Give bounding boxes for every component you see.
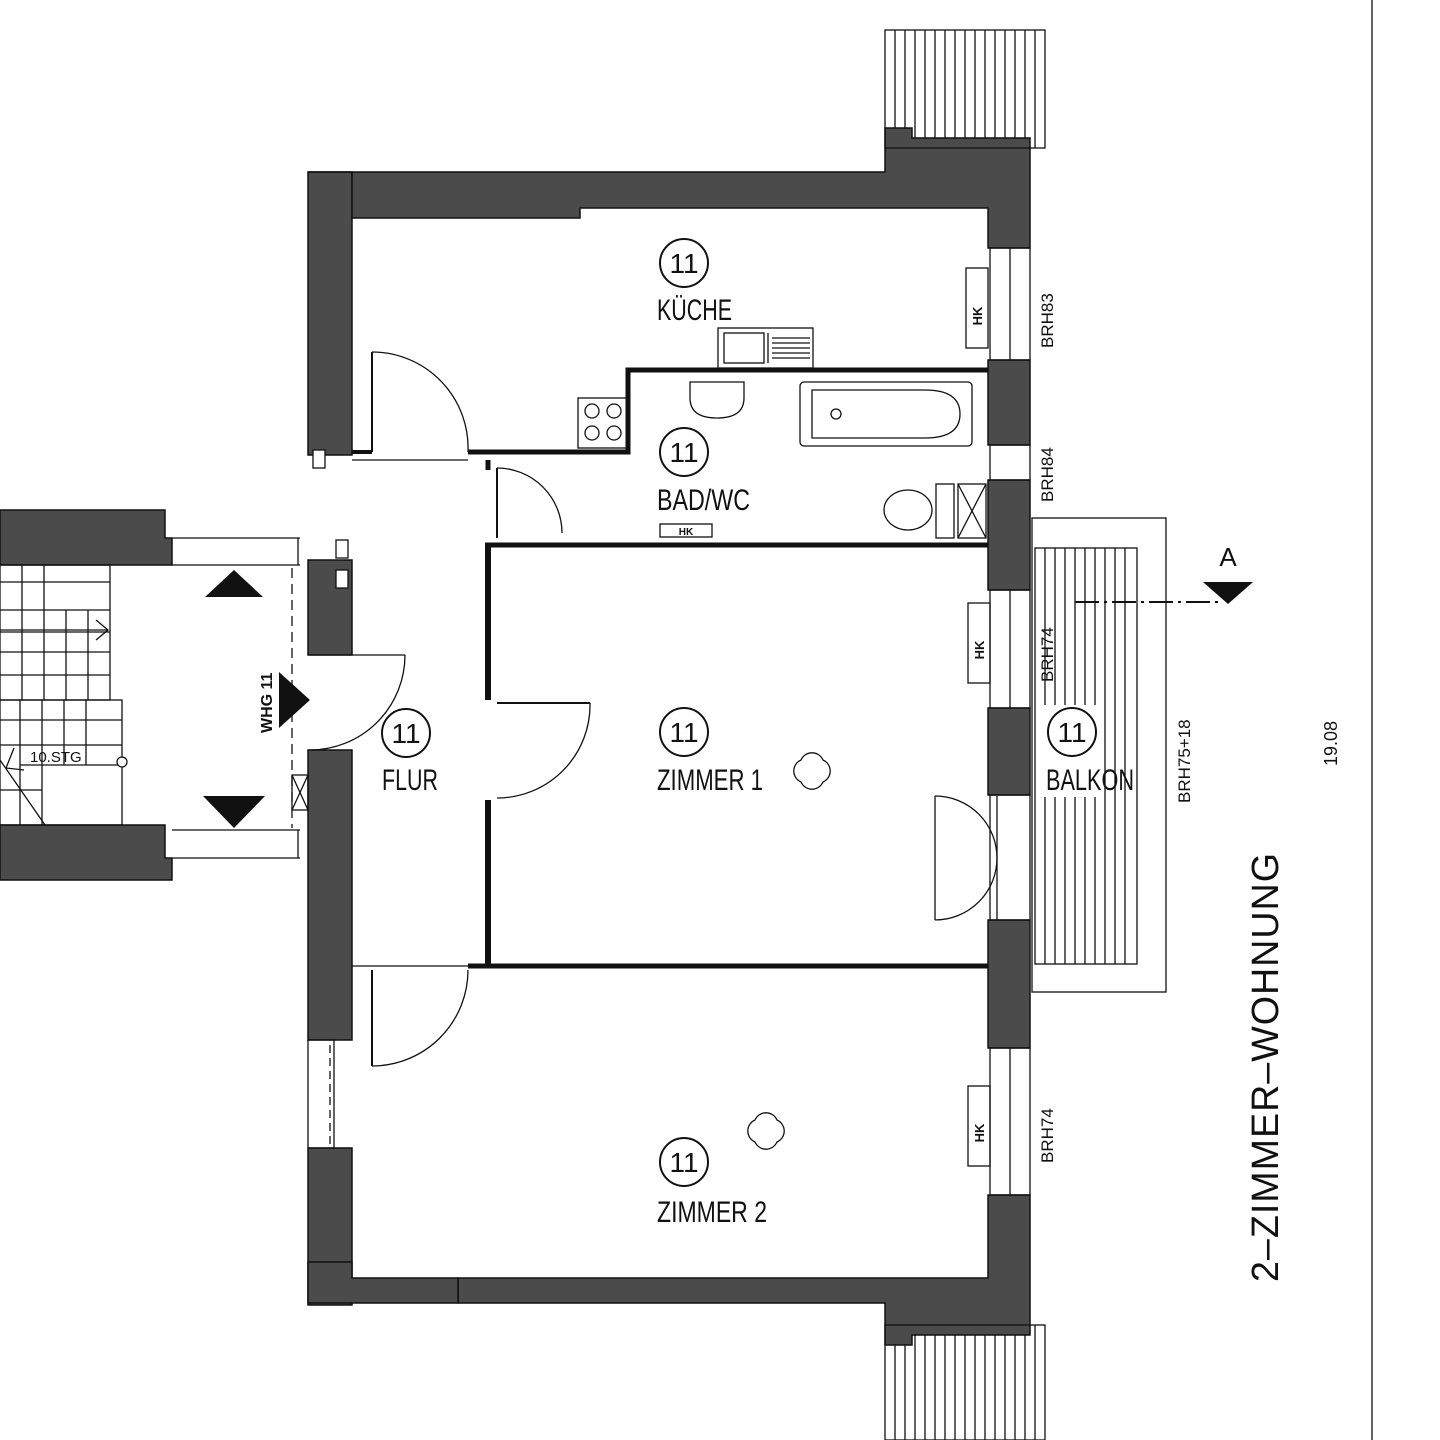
window-label-bad: BRH84 [1038, 447, 1057, 502]
room-number-kueche: 11 [669, 248, 698, 279]
bath-fixtures [689, 381, 987, 539]
window-label-zimmer1: BRH74 [1038, 627, 1057, 682]
dimension-label: 19.08 [1321, 721, 1341, 766]
room-label-zimmer1: ZIMMER 1 [657, 764, 763, 797]
outer-walls [0, 127, 1031, 1346]
wall-markers [312, 449, 349, 589]
balcony [1031, 517, 1167, 993]
kitchen-fixtures [577, 327, 814, 449]
room-label-bad: BAD/WC [657, 484, 750, 517]
unit-label: WHG 11 [259, 672, 276, 733]
stair-label: 10.STG [30, 749, 82, 766]
ceiling-light-icons [747, 752, 831, 1150]
heater-label-bad: HK [679, 527, 694, 538]
room-label-zimmer2: ZIMMER 2 [657, 1196, 767, 1229]
heaters: HK HK HK HK [659, 267, 991, 1167]
room-number-bad: 11 [669, 437, 698, 468]
section-label: A [1219, 542, 1237, 572]
room-labels: KÜCHE BAD/WC FLUR ZIMMER 1 BALKON ZIMMER… [382, 294, 1134, 1229]
room-label-flur: FLUR [382, 764, 438, 797]
window-label-kueche: BRH83 [1038, 293, 1057, 348]
window-label-balkon: BRH75+18 [1175, 719, 1194, 803]
heater-label-kueche: HK [970, 306, 985, 325]
heater-label-zimmer2: HK [972, 1123, 987, 1142]
inner-walls [352, 367, 988, 969]
room-label-balkon: BALKON [1046, 764, 1134, 797]
room-number-balkon: 11 [1057, 717, 1086, 748]
window-labels: BRH83 BRH84 BRH74 BRH74 BRH75+18 [1038, 293, 1194, 1163]
window-label-zimmer2: BRH74 [1038, 1108, 1057, 1163]
section-marker-a: A [1075, 542, 1253, 604]
heater-label-zimmer1: HK [972, 640, 987, 659]
staircase [0, 537, 310, 859]
plan-title: 2–ZIMMER–WOHNUNG [1245, 852, 1287, 1282]
neighbour-balconies [884, 29, 1046, 1440]
room-number-flur: 11 [391, 718, 420, 749]
doors [309, 351, 998, 1067]
room-number-zimmer1: 11 [669, 717, 698, 748]
room-number-zimmer2: 11 [669, 1147, 698, 1178]
room-label-kueche: KÜCHE [657, 294, 732, 327]
room-number-badges: 11 11 11 11 11 11 [381, 238, 1097, 1187]
